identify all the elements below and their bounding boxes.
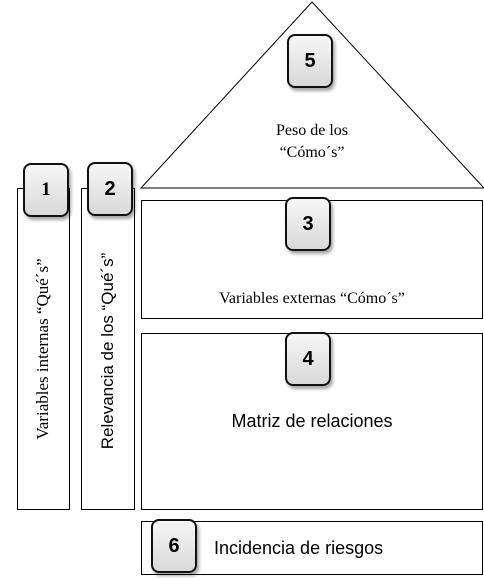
badge-1: 1: [23, 163, 69, 217]
relevancia-ques-label: Relevancia de los “Qué´s”: [98, 252, 117, 450]
badge-4-number: 4: [302, 347, 314, 370]
variables-externas-label: Variables externas “Cómo´s”: [219, 290, 405, 307]
incidencia-riesgos-label: Incidencia de riesgos: [214, 538, 384, 558]
variables-internas-label: Variables internas “Qué´s”: [33, 258, 52, 440]
badge-2: 2: [87, 162, 133, 216]
badge-3: 3: [285, 197, 331, 251]
badge-4: 4: [285, 332, 331, 386]
peso-comos-label-line1: Peso de los: [276, 122, 348, 139]
roof-triangle: [139, 1, 484, 189]
matriz-relaciones-label: Matriz de relaciones: [231, 411, 393, 431]
relevancia-ques-column: [81, 188, 135, 510]
badge-2-number: 2: [104, 177, 116, 200]
peso-comos-label-line2: “Cómo´s”: [279, 144, 345, 161]
badge-6: 6: [151, 519, 197, 573]
incidencia-riesgos-box: [141, 521, 483, 575]
badge-5: 5: [287, 34, 333, 88]
peso-comos-label: Peso de los “Cómo´s”: [262, 120, 362, 164]
badge-6-number: 6: [168, 534, 180, 557]
badge-1-number: 1: [41, 179, 51, 200]
badge-3-number: 3: [302, 212, 314, 235]
badge-5-number: 5: [304, 49, 316, 72]
